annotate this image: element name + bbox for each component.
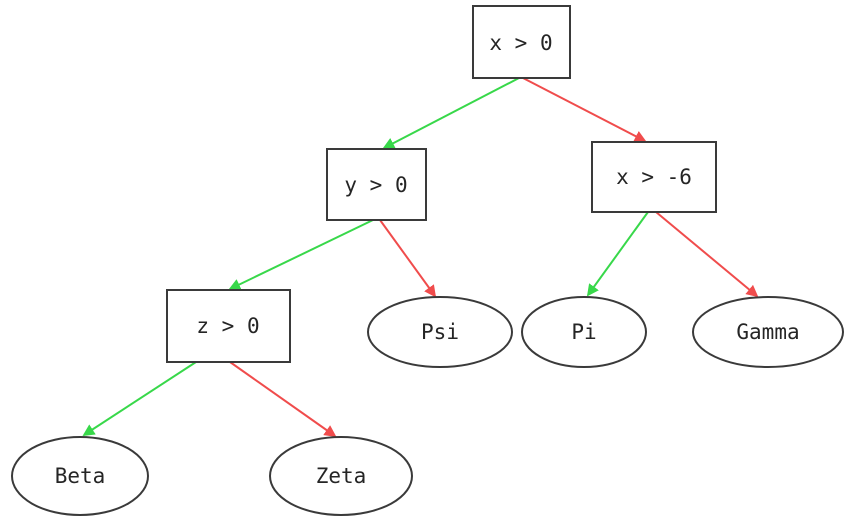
- leaf-node-zeta: Zeta: [269, 436, 413, 516]
- node-label: y > 0: [344, 173, 407, 197]
- edge-x-gt-0-to-y-gt-0-true: [382, 77, 520, 149]
- node-label: Pi: [571, 320, 596, 344]
- leaf-node-gamma: Gamma: [692, 296, 844, 368]
- node-ellipse: [692, 296, 844, 368]
- edge-y-gt-0-to-psi-false: [379, 219, 437, 298]
- node-label: Beta: [55, 464, 106, 488]
- decision-node-x-gt-0: x > 0: [472, 5, 571, 79]
- node-label: x > 0: [489, 31, 552, 55]
- node-box: [591, 141, 717, 213]
- edge-z-gt-0-to-zeta-false: [229, 361, 337, 438]
- node-label: Zeta: [316, 464, 367, 488]
- node-ellipse: [269, 436, 413, 516]
- leaf-node-beta: Beta: [11, 436, 149, 516]
- node-label: x > -6: [616, 165, 692, 189]
- edge-y-gt-0-to-z-gt-0-true: [228, 219, 374, 290]
- node-box: [472, 5, 571, 79]
- node-ellipse: [11, 436, 149, 516]
- node-ellipse: [521, 296, 647, 368]
- node-label: Psi: [421, 320, 459, 344]
- decision-node-x-gt--6: x > -6: [591, 141, 717, 213]
- node-box: [166, 289, 291, 363]
- decision-node-y-gt-0: y > 0: [326, 148, 427, 221]
- edge-x-gt-0-to-x-gt--6-false: [522, 77, 647, 142]
- node-box: [326, 148, 427, 221]
- edge-x-gt--6-to-pi-true: [586, 211, 649, 297]
- edge-x-gt--6-to-gamma-false: [655, 211, 759, 298]
- leaf-node-psi: Psi: [367, 296, 513, 368]
- leaf-node-pi: Pi: [521, 296, 647, 368]
- decision-node-z-gt-0: z > 0: [166, 289, 291, 363]
- node-label: Gamma: [736, 320, 799, 344]
- node-ellipse: [367, 296, 513, 368]
- node-label: z > 0: [196, 314, 259, 338]
- edge-z-gt-0-to-beta-true: [82, 361, 197, 436]
